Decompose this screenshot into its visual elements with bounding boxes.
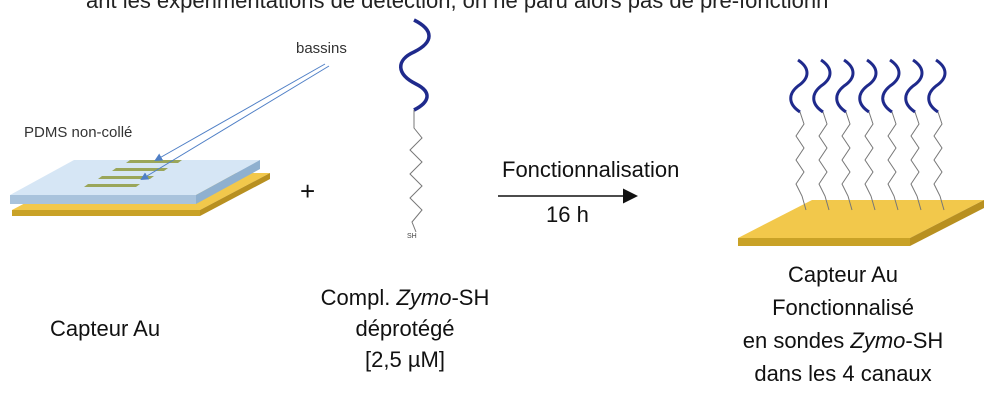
caption-compl-zymo: Compl. Zymo-SH déprotégé [2,5 µM]: [320, 285, 490, 372]
bassins-arrows: [140, 63, 330, 181]
pdms-label: PDMS non-collé: [24, 124, 133, 141]
gold-sensor-with-pdms: [10, 160, 270, 216]
reaction-condition-time: 16 h: [546, 202, 589, 227]
probe-linker: [841, 111, 853, 211]
probe-linker: [933, 111, 945, 211]
probe-helix: [835, 58, 855, 114]
probe-helix: [858, 58, 878, 114]
bassins-label: bassins: [296, 40, 347, 57]
probe-linker: [910, 111, 922, 211]
header-text-cut: ant les expérimentations de détection, o…: [86, 0, 829, 13]
pdms-channels: [84, 160, 182, 187]
plus-sign: +: [300, 176, 316, 206]
probe-linker: [818, 111, 830, 211]
probe-linker: [864, 111, 876, 211]
functionalized-sensor: [738, 200, 984, 246]
probe-helix: [789, 58, 809, 114]
immobilized-probes: [789, 58, 947, 211]
probe-helix: [904, 58, 924, 114]
reaction-condition-top: Fonctionnalisation: [502, 157, 680, 182]
probe-linker: [887, 111, 899, 211]
caption-capteur-au: Capteur Au: [50, 316, 161, 341]
probe-strand: [399, 18, 431, 233]
probe-linker: [795, 111, 807, 211]
probe-helix: [927, 58, 947, 114]
probe-helix: [881, 58, 901, 114]
probe-helix: [812, 58, 832, 114]
caption-capteur-fonctionnalise: Capteur Au Fonctionnalisé en sondes Zymo…: [742, 262, 944, 386]
sh-group-label: SH: [407, 233, 417, 240]
